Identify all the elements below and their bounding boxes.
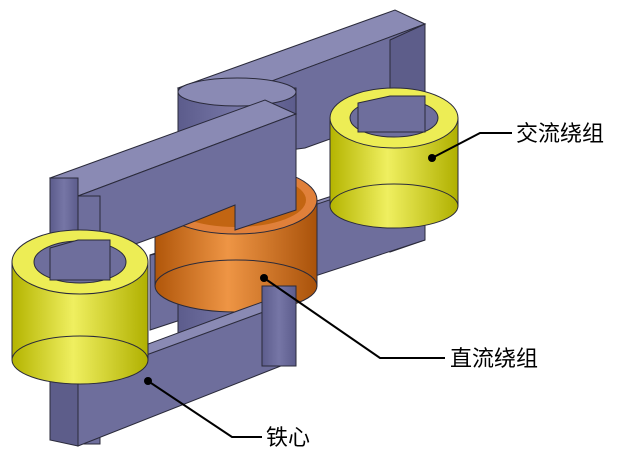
left-ac-core-section [49,239,111,281]
front-center-leg-lower [261,285,297,367]
right-ac-winding-bottom [329,183,459,229]
ac-winding-label: 交流绕组 [516,122,604,147]
core-leader [147,380,262,438]
ac-winding-leader [431,132,512,159]
left-ac-winding-bottom [11,335,149,385]
right-ac-winding [329,87,459,229]
leader-lines [144,132,512,438]
core-label: 铁心 [266,426,310,451]
left-ac-winding [11,229,149,385]
right-ac-core-section [357,95,426,133]
back-center-column-top [177,77,297,107]
dc-winding-leader [263,277,445,359]
dc-winding-label: 直流绕组 [450,347,538,372]
